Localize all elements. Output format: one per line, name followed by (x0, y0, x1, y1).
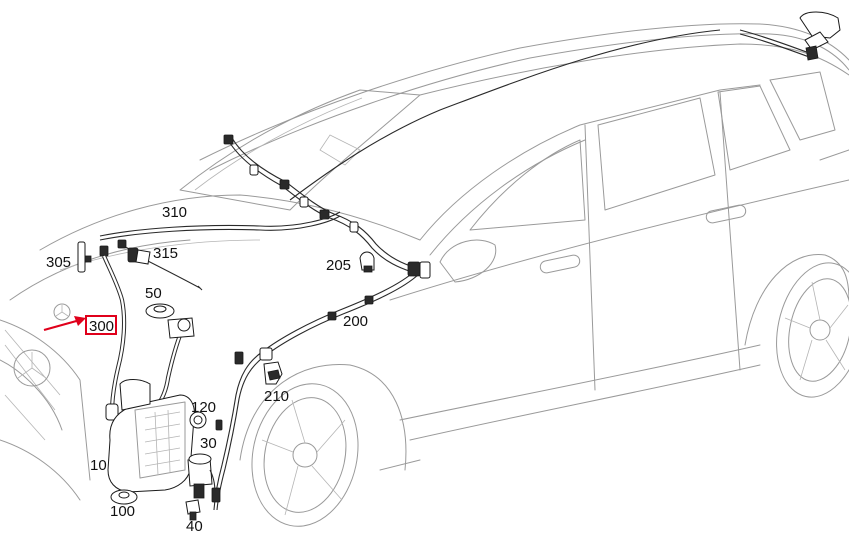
vehicle-outline (0, 23, 849, 527)
plug-40 (185, 499, 201, 521)
highlight-marker (43, 315, 117, 335)
callout-315: 315 (153, 245, 178, 262)
seal-120 (189, 411, 207, 429)
rear-washer-nozzle (799, 11, 841, 61)
washer-hose-200 (211, 29, 813, 511)
washer-hose-310 (99, 211, 341, 251)
callout-310: 310 (162, 204, 187, 221)
callout-120: 120 (191, 399, 216, 416)
washer-nozzle-305 (77, 241, 109, 273)
callout-210: 210 (264, 388, 289, 405)
washer-nozzle-210 (263, 361, 283, 385)
callout-50: 50 (145, 285, 162, 302)
callout-205: 205 (326, 257, 351, 274)
highlight-box-300 (85, 315, 117, 335)
callout-labels: 10 30 40 50 100 120 200 205 210 300 305 … (46, 204, 368, 535)
grommet-50 (145, 303, 175, 319)
washer-pump-30 (187, 453, 216, 499)
callout-200: 200 (343, 313, 368, 330)
callout-40: 40 (186, 518, 203, 535)
highlight-arrowhead (74, 316, 86, 326)
highlight-arrow (43, 318, 81, 332)
callout-100: 100 (110, 503, 135, 520)
callout-305: 305 (46, 254, 71, 271)
callout-300: 300 (89, 318, 114, 335)
check-valve-205 (359, 251, 375, 273)
washer-hose-300 (102, 255, 127, 421)
hose-holder-315 (127, 247, 203, 291)
callout-30: 30 (200, 435, 217, 452)
callout-10: 10 (90, 457, 107, 474)
grommet-100 (110, 489, 138, 505)
washer-reservoir-10 (107, 317, 195, 493)
